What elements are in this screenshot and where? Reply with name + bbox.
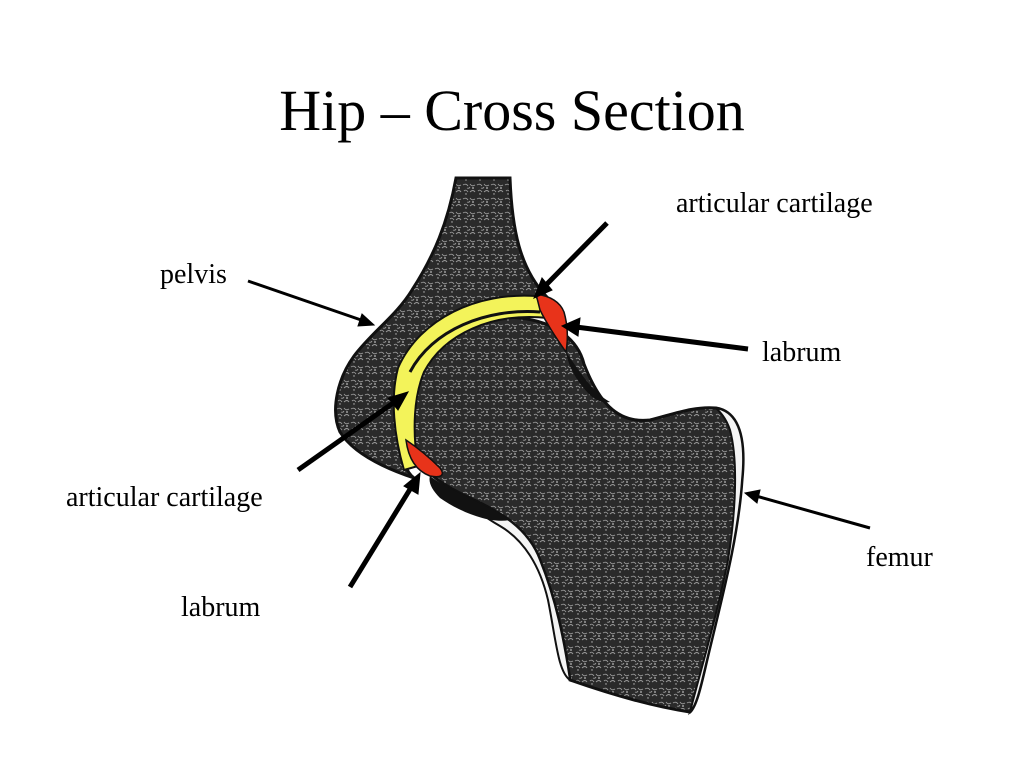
label-articular-cartilage-upper: articular cartilage: [676, 188, 873, 219]
pelvis-arrowhead: [357, 313, 376, 327]
joint-line: [408, 310, 541, 373]
labrum-lower: [405, 438, 444, 478]
cartilage-lower-arrowhead: [387, 391, 410, 411]
articular-cartilage: [392, 294, 550, 472]
femur-cortex: [468, 496, 572, 683]
label-articular-cartilage-lower: articular cartilage: [66, 482, 263, 513]
label-labrum-right: labrum: [762, 337, 842, 368]
femur-bone: [399, 315, 745, 714]
labrum-right-pointer-line: [575, 324, 749, 352]
cartilage-upper-pointer-line: [542, 221, 609, 289]
femur-pointer-line: [755, 494, 871, 530]
labrum-right-arrowhead: [560, 317, 581, 337]
femur-arrowhead: [743, 489, 761, 504]
label-pelvis: pelvis: [160, 259, 227, 290]
femur-cortex-lateral: [688, 406, 745, 716]
cartilage-lower-pointer-line: [296, 398, 398, 473]
labrum-upper: [535, 293, 569, 354]
joint-space-upper: [566, 352, 610, 403]
label-labrum-lower: labrum: [181, 592, 261, 623]
cartilage-upper-arrowhead: [533, 277, 553, 299]
labrum-lower-arrowhead: [403, 471, 421, 495]
label-femur: femur: [866, 542, 933, 573]
joint-space-lower: [429, 476, 510, 521]
pointer-arrows: [247, 221, 871, 589]
slide-title: Hip – Cross Section: [279, 78, 745, 143]
labrum-lower-pointer-line: [347, 484, 415, 589]
pelvis-pointer-line: [247, 279, 365, 323]
